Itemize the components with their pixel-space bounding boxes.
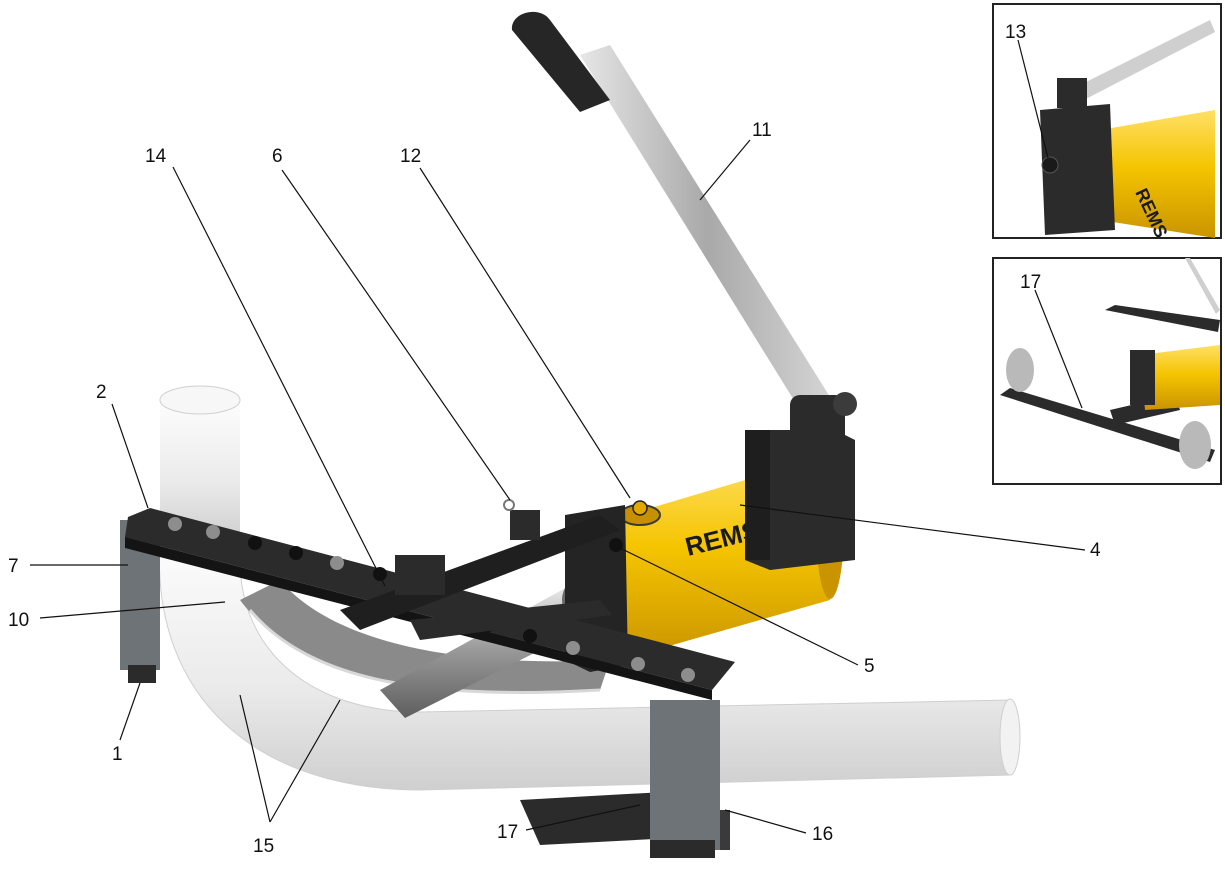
- release-screw-icon: [1041, 156, 1059, 174]
- callout-6: 6: [272, 146, 283, 167]
- callout-15: 15: [253, 836, 274, 857]
- callout-10: 10: [8, 610, 29, 631]
- bending-former: [240, 580, 610, 693]
- inset-release-screw: REMS 13: [992, 3, 1222, 241]
- callout-7: 7: [8, 556, 19, 577]
- callout-4: 4: [1090, 540, 1101, 561]
- callout-5: 5: [864, 656, 875, 677]
- callout-13: 13: [1005, 22, 1026, 43]
- right-support-block: [650, 700, 720, 858]
- pump-handle: [511, 11, 857, 445]
- pump-end-block: [745, 430, 855, 570]
- inset-frame-setup: 17: [992, 257, 1222, 485]
- frame-crossbar: [340, 499, 620, 640]
- bent-pipe: [158, 539, 1011, 791]
- main-illustration: REMS: [120, 11, 1021, 858]
- callout-2: 2: [96, 382, 107, 403]
- pipe-straight-end: [999, 698, 1021, 776]
- callout-12: 12: [400, 146, 421, 167]
- callout-1: 1: [112, 744, 123, 765]
- callout-16: 16: [812, 824, 833, 845]
- roller-left-icon: [1006, 348, 1034, 392]
- callout-17: 17: [497, 822, 518, 843]
- leader-lines: [30, 139, 1086, 834]
- roller-right-icon: [1179, 421, 1211, 469]
- callout-labels: 2 7 10 1 14 6 12 11 4 5 15 17 16: [8, 120, 1101, 857]
- callout-17-inset: 17: [1020, 272, 1041, 293]
- callout-11: 11: [752, 120, 772, 141]
- callout-14: 14: [145, 146, 167, 167]
- release-knob: [609, 538, 623, 552]
